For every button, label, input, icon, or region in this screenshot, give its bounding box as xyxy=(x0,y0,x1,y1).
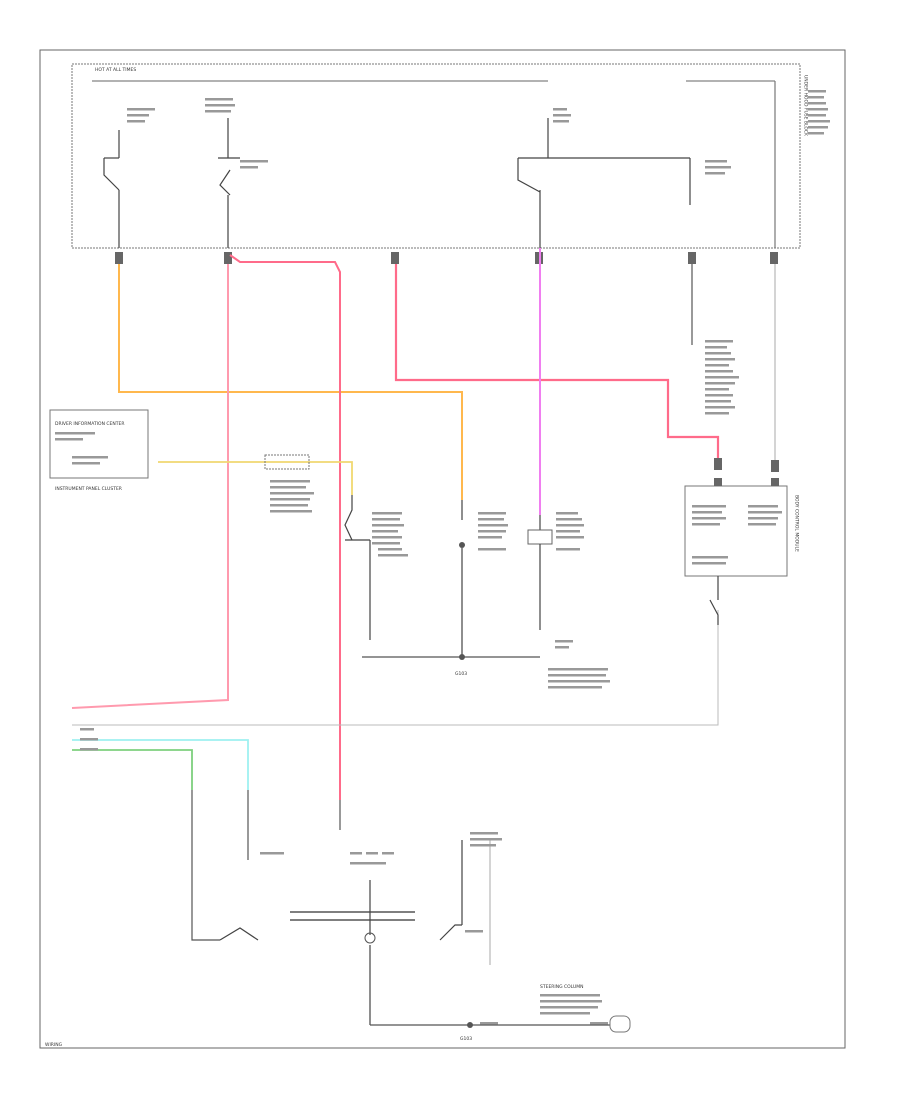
bottom-ground-label: G103 xyxy=(460,1036,472,1042)
fuse-block-relay xyxy=(517,118,691,248)
component-switch-2 xyxy=(459,500,465,657)
right-relay-side-label: BODY CONTROL MODULE xyxy=(794,495,800,552)
fuse-block-switch-1 xyxy=(103,130,120,248)
middle-tiny-labels xyxy=(372,512,584,557)
wire-pink-left xyxy=(71,264,229,709)
fuse-block-side-label: UNDER HOOD FUSE BLOCK xyxy=(803,75,809,137)
bottom-tiny-labels xyxy=(80,728,608,1025)
fuse-block-title: HOT AT ALL TIMES xyxy=(95,67,136,73)
right-relay-pins xyxy=(714,458,779,486)
ground-tiny-labels xyxy=(548,640,610,689)
component-switch-3 xyxy=(527,515,553,630)
fuse-block-switch-2 xyxy=(218,118,240,248)
sheet-label: WIRING xyxy=(45,1042,63,1048)
wire-yellow xyxy=(158,461,353,495)
wire-gray-bcm-return xyxy=(72,610,719,726)
inline-connector xyxy=(264,454,314,513)
wire-green xyxy=(72,749,193,790)
diagram-border xyxy=(39,49,846,1049)
right-relay-box xyxy=(684,485,788,577)
ground-splice xyxy=(459,654,465,660)
bottom-note-label: STEERING COLUMN xyxy=(540,984,584,990)
wire-red-bcm xyxy=(394,264,720,458)
ground-label: G103 xyxy=(455,671,467,677)
left-module-tiny-labels xyxy=(55,432,108,465)
wire-orange xyxy=(118,264,463,500)
wire-cyan xyxy=(72,739,249,790)
right-relay-switch xyxy=(709,576,719,625)
bottom-switch-assembly xyxy=(219,840,631,1033)
wire-red-main xyxy=(229,254,341,800)
left-module-title: DRIVER INFORMATION CENTER xyxy=(55,421,124,427)
component-switch-1 xyxy=(344,495,371,640)
left-module-box xyxy=(49,409,149,479)
fuse-block xyxy=(71,63,801,249)
right-relay-tiny-labels xyxy=(692,340,782,565)
left-module-sub: INSTRUMENT PANEL CLUSTER xyxy=(55,486,122,492)
fuse-block-connectors xyxy=(115,252,778,264)
fuse-block-tiny-labels xyxy=(127,90,830,175)
wire-gray-sw-left xyxy=(191,790,220,941)
